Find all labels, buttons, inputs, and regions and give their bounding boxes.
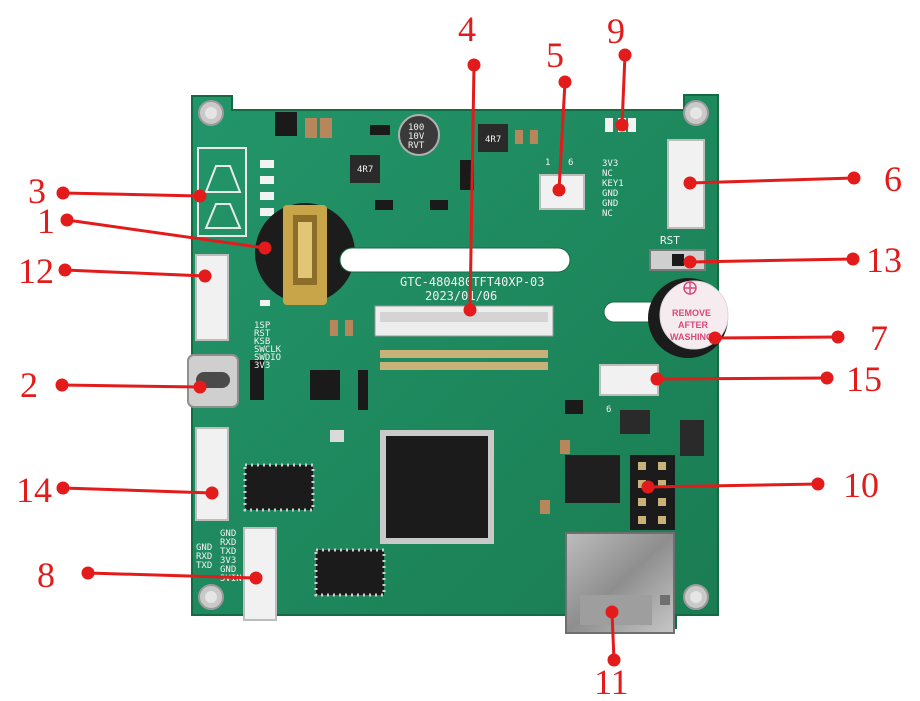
connector-12 <box>195 254 229 341</box>
svg-text:TXD: TXD <box>196 561 212 571</box>
callout-10: 10 <box>843 465 879 505</box>
svg-text:RXD: RXD <box>196 552 212 562</box>
callout-13: 13 <box>866 240 902 280</box>
svg-text:KEY1: KEY1 <box>602 179 624 189</box>
pins-right: 3V3 NC KEY1 GND GND NC <box>602 159 624 219</box>
svg-text:AFTER: AFTER <box>678 320 708 330</box>
svg-text:WASHING: WASHING <box>670 332 713 342</box>
svg-text:KSB: KSB <box>254 337 270 347</box>
mounting-holes <box>198 100 709 610</box>
callout-15: 15 <box>846 359 882 399</box>
pins-left-bottom: GND RXD TXD 3V3 GND 5VIN <box>220 529 242 584</box>
svg-text:RST: RST <box>254 329 271 339</box>
callout-6: 6 <box>884 159 902 199</box>
inductor-label: 4R7 <box>357 165 373 175</box>
svg-text:1SP: 1SP <box>254 321 271 331</box>
svg-text:NC: NC <box>602 169 613 179</box>
svg-text:3V3: 3V3 <box>220 556 236 566</box>
pin-header-10 <box>565 455 675 530</box>
svg-text:3V3: 3V3 <box>254 361 270 371</box>
callout-5: 5 <box>546 35 564 75</box>
reset-button: RST <box>649 234 706 271</box>
callout-11: 11 <box>594 662 629 701</box>
svg-text:10V: 10V <box>408 132 425 142</box>
pins-bottom-col: GND RXD TXD <box>196 543 212 571</box>
callout-lines <box>55 48 861 667</box>
coin-cell-holder <box>255 203 355 305</box>
svg-text:RXD: RXD <box>220 538 236 548</box>
callout-numbers: 1 2 3 4 5 6 7 8 9 10 11 12 13 14 15 <box>16 9 902 701</box>
mcu-chip <box>380 430 494 544</box>
date-label: 2023/01/06 <box>425 289 497 303</box>
svg-text:5VIN: 5VIN <box>220 574 242 584</box>
svg-text:GND: GND <box>196 543 212 553</box>
svg-text:GND: GND <box>602 199 618 209</box>
pin-strip <box>380 350 548 370</box>
svg-text:3V3: 3V3 <box>602 159 618 169</box>
svg-text:6: 6 <box>606 405 611 415</box>
model-label: GTC-480480TFT40XP-03 <box>400 275 545 289</box>
svg-text:GND: GND <box>602 189 618 199</box>
sop-chip-1 <box>243 463 315 512</box>
callout-4: 4 <box>458 9 476 49</box>
sop-chip-2 <box>314 548 386 597</box>
svg-text:100: 100 <box>408 123 424 133</box>
svg-text:NC: NC <box>602 209 613 219</box>
inductor-label-2: 4R7 <box>485 135 501 145</box>
connector-5: 1 6 <box>539 158 585 210</box>
board-slot <box>339 247 571 273</box>
svg-text:GND: GND <box>220 529 236 539</box>
svg-text:SWCLK: SWCLK <box>254 345 282 355</box>
svg-text:REMOVE: REMOVE <box>672 308 711 318</box>
svg-text:SWDIO: SWDIO <box>254 353 281 363</box>
callout-14: 14 <box>16 470 52 510</box>
buzzer: REMOVE AFTER WASHING <box>648 278 729 358</box>
svg-text:TXD: TXD <box>220 547 236 557</box>
callout-8: 8 <box>37 555 55 595</box>
callout-2: 2 <box>20 365 38 405</box>
electrolytic-capacitor: 100 10V RVT <box>398 114 440 156</box>
svg-text:GND: GND <box>220 565 236 575</box>
callout-7: 7 <box>870 318 888 358</box>
svg-text:6: 6 <box>568 158 573 168</box>
callout-3: 3 <box>28 171 46 211</box>
microsd-slot <box>565 532 675 634</box>
callout-12: 12 <box>18 251 54 291</box>
callout-9: 9 <box>607 11 625 51</box>
pins-left-top: 1SP RST KSB SWCLK SWDIO 3V3 <box>254 321 282 371</box>
svg-text:1: 1 <box>545 158 550 168</box>
connector-14 <box>195 427 229 521</box>
callout-1: 1 <box>37 201 55 241</box>
svg-text:RST: RST <box>660 234 680 247</box>
svg-text:RVT: RVT <box>408 141 425 151</box>
